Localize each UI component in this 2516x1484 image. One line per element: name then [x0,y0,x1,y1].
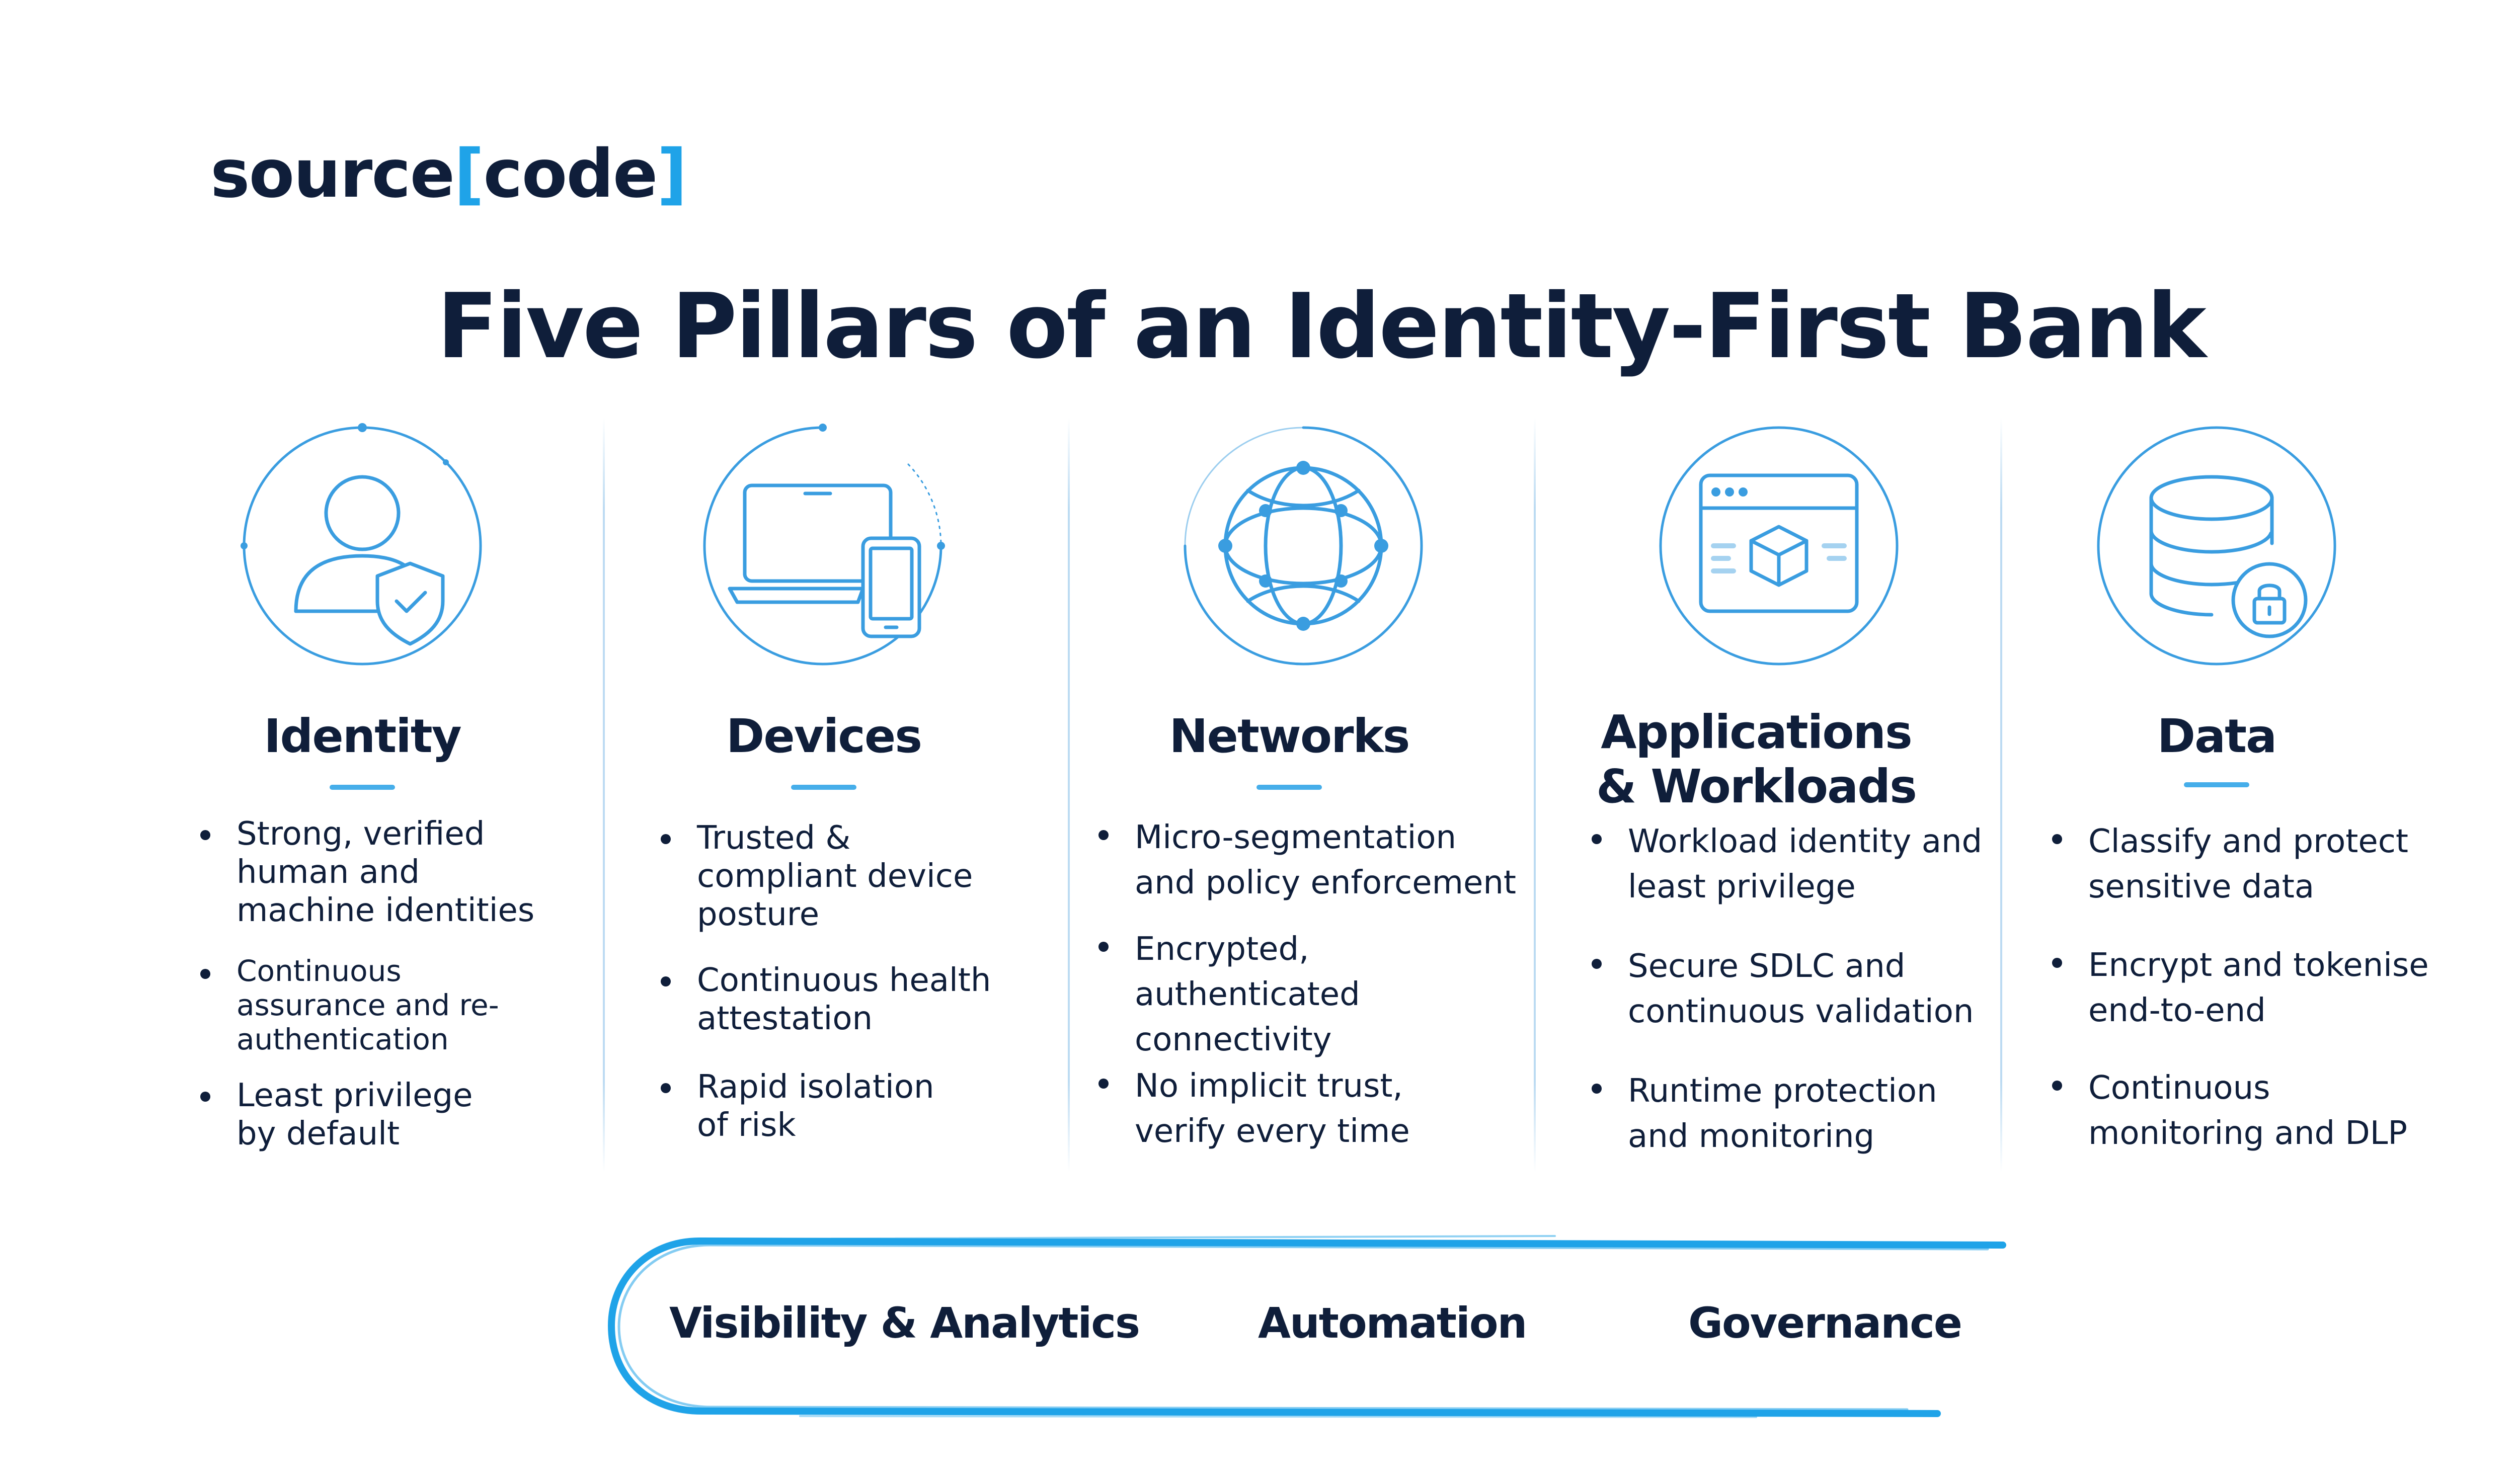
logo-text-code: code [483,135,658,213]
column-divider [2000,418,2002,1172]
foundation-visibility-analytics: Visibility & Analytics [669,1298,1140,1348]
bullet-item: Classify and protect sensitive data [2048,819,2491,910]
logo-text-source: source [210,135,455,213]
bullet-item: Encrypted, authenticated connectivity [1094,927,1527,1062]
bullet-item: Trusted & compliant device posture [657,819,1059,934]
pillar-title-line: Networks [1169,709,1410,763]
logo-bracket-open: [ [454,135,484,213]
bullet-list-devices: Trusted & compliant device posture Conti… [657,819,1059,1144]
source-code-logo: source[code] [210,141,687,207]
pillar-title-devices: Devices [597,709,1050,764]
database-lock-icon [2091,420,2342,672]
user-shield-icon [237,420,488,672]
pillar-title-line: Identity [264,709,461,763]
column-divider [603,418,605,1172]
bullet-item: Continuous monitoring and DLP [2048,1065,2491,1156]
title-underline [2184,782,2249,787]
bullet-list-data: Classify and protect sensitive data Encr… [2048,819,2491,1156]
bullet-item: Encrypt and tokenise end-to-end [2048,943,2491,1033]
pillar-title-applications: Applications & Workloads [1530,705,1983,814]
pillar-title-line: Data [2157,709,2277,763]
title-underline [1256,785,1322,790]
foundation-automation: Automation [1258,1298,1527,1348]
bullet-item: Rapid isolation of risk [657,1068,1059,1144]
laptop-phone-icon [697,420,949,672]
title-underline [791,785,856,790]
bullet-list-identity: Strong, verified human and machine ident… [196,815,589,1153]
pillar-title-identity: Identity [136,709,589,764]
page-title: Five Pillars of an Identity-First Bank [437,274,2207,378]
bullet-item: Runtime protection and monitoring [1588,1068,2020,1159]
bullet-list-networks: Micro-segmentation and policy enforcemen… [1094,815,1527,1154]
bullet-item: No implicit trust, verify every time [1094,1063,1527,1154]
bullet-item: Continuous assurance and re- authenticat… [196,954,589,1056]
foundation-band [599,1230,2008,1421]
logo-bracket-close: ] [657,135,687,213]
bullet-item: Micro-segmentation and policy enforcemen… [1094,815,1527,905]
column-divider [1068,418,1070,1172]
bullet-list-applications: Workload identity and least privilege Se… [1588,819,2020,1159]
bullet-item: Secure SDLC and continuous validation [1588,944,2020,1034]
bullet-item: Least privilege by default [196,1077,589,1153]
title-underline [330,785,395,790]
pillar-title-line: Applications [1601,705,1913,759]
bullet-item: Continuous health attestation [657,961,1059,1038]
pillar-title-line: Devices [726,709,922,763]
foundation-governance: Governance [1688,1298,1962,1348]
pillar-title-data: Data [1990,709,2443,764]
globe-network-icon [1177,420,1429,672]
bullet-item: Strong, verified human and machine ident… [196,815,589,930]
app-window-cube-icon [1653,420,1905,672]
bullet-item: Workload identity and least privilege [1588,819,2020,910]
pillar-title-networks: Networks [1063,709,1516,764]
column-divider [1534,418,1536,1172]
pillar-title-line: & Workloads [1596,760,1917,813]
